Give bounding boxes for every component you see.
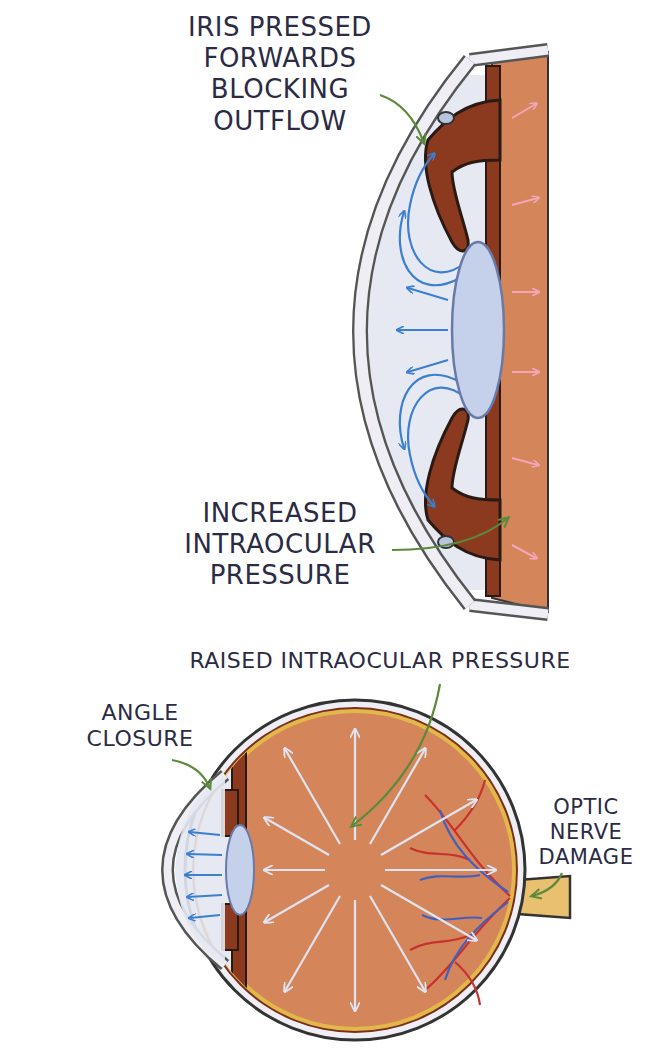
leader-line [380,95,508,550]
part-label: IRIS PRESSED FORWARDS BLOCKING OUTFLOW [150,12,410,137]
whole-eye-section [150,700,570,1040]
anterior-eye-section [360,50,548,614]
leader-line [172,684,562,896]
part-label: RAISED INTRAOCULAR PRESSURE [140,648,620,674]
part-label: ANGLE CLOSURE [60,700,220,753]
part-label: INCREASED INTRAOCULAR PRESSURE [150,498,410,592]
part-label: OPTIC NERVE DAMAGE [526,795,646,871]
